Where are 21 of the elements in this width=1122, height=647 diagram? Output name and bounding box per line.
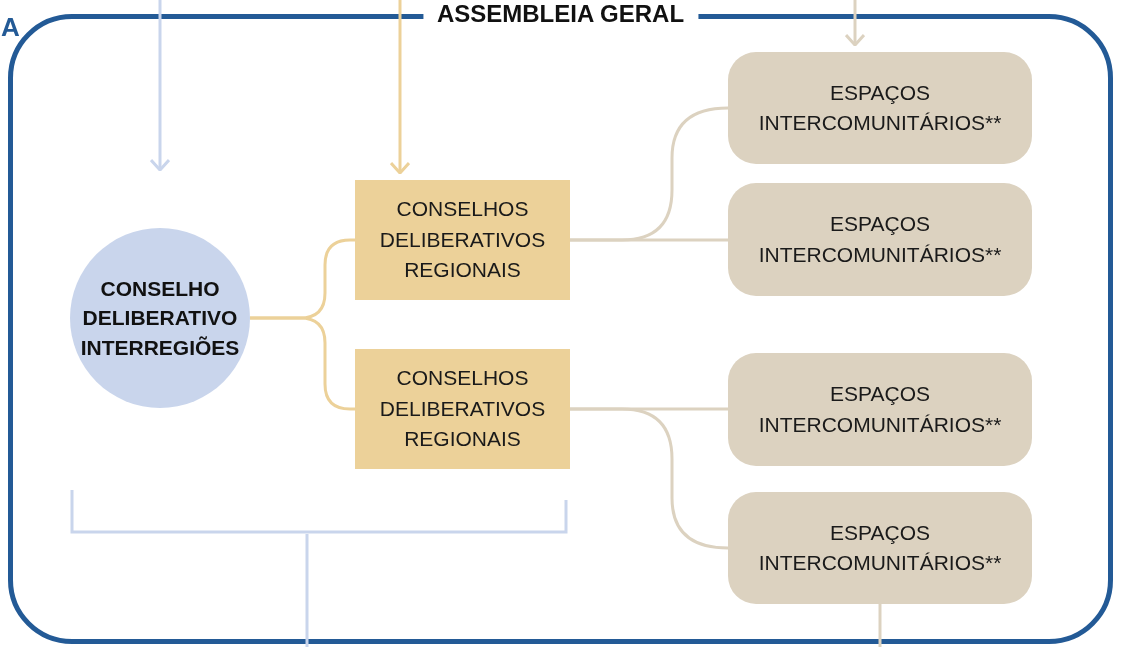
rounded-box xyxy=(728,353,1032,466)
council-box xyxy=(355,180,570,300)
council-box xyxy=(355,349,570,469)
node-label: ESPAÇOS INTERCOMUNITÁRIOS** xyxy=(758,80,1002,134)
node-label: CONSELHO DELIBERATIVO INTERREGIÕES xyxy=(80,276,240,359)
section-letter: A xyxy=(1,12,20,43)
arrow xyxy=(844,0,866,47)
arrow xyxy=(389,0,411,175)
connector-line xyxy=(878,604,882,647)
node-label: CONSELHOS DELIBERATIVOS REGIONAIS xyxy=(379,197,546,282)
connector-line xyxy=(570,407,729,550)
node-label: ESPAÇOS INTERCOMUNITÁRIOS** xyxy=(758,520,1002,574)
rounded-box xyxy=(728,52,1032,164)
rounded-box xyxy=(728,183,1032,296)
node-label: ESPAÇOS INTERCOMUNITÁRIOS** xyxy=(758,382,1002,436)
connector-line xyxy=(570,238,728,242)
node-label: CONSELHOS DELIBERATIVOS REGIONAIS xyxy=(379,366,546,451)
rounded-box xyxy=(728,492,1032,604)
arrow xyxy=(149,0,171,172)
connector-line xyxy=(250,316,355,411)
node-label: ESPAÇOS INTERCOMUNITÁRIOS** xyxy=(758,212,1002,266)
